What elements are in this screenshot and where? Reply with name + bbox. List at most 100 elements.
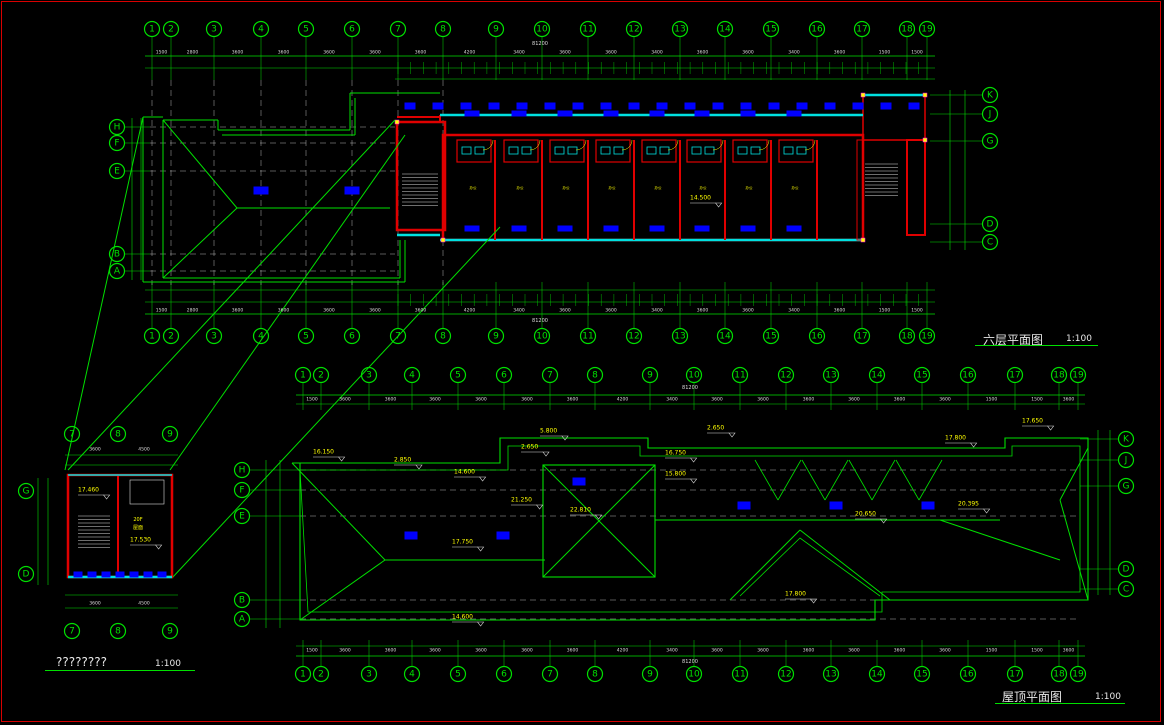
roof-axis-13-top-circle: [822, 366, 840, 384]
top-span-b-12: 3600: [697, 308, 709, 314]
top-axis-13-top-label: 13: [674, 25, 685, 35]
top-axis-13-top-circle: [671, 20, 689, 38]
roof-span-b-0: 1500: [306, 648, 318, 654]
stair-axis-G-label: G: [23, 487, 30, 497]
sixth-floor-elevation-triangle: [714, 202, 723, 208]
roof-axis-D-right-circle: [1117, 560, 1135, 578]
bathroom-2: [549, 139, 585, 163]
top-axis-18-bottom-circle: [898, 327, 916, 345]
roof-axis-B-left-label: B: [239, 596, 245, 606]
top-axis-9-bottom-label: 9: [493, 332, 499, 342]
top-axis-G-right-label: G: [987, 137, 994, 147]
roof-axis-17-top-label: 17: [1009, 371, 1020, 381]
roof-valley: [754, 459, 779, 501]
roof-hip-e: [1059, 499, 1089, 601]
fixture-3: [600, 146, 611, 155]
top-span-b-13: 3600: [742, 308, 754, 314]
roof-axis-8-bottom-label: 8: [592, 670, 598, 680]
roof-span-3: 3600: [429, 397, 441, 403]
fixture-4: [646, 146, 657, 155]
floor-plan-layer: [64, 92, 1089, 621]
east-room-wall: [856, 139, 864, 241]
blue-unit: [824, 102, 836, 110]
roof-elevation-16: 17.800: [785, 591, 806, 598]
top-axis-6-top-label: 6: [349, 25, 355, 35]
roof-valley: [824, 459, 849, 501]
roof-valley: [895, 459, 920, 501]
roof-axis-7-bottom-label: 7: [547, 670, 553, 680]
roof-axis-10-top-circle: [685, 366, 703, 384]
room-label-6: 办公: [746, 185, 754, 190]
blue-unit: [684, 102, 696, 110]
stair-axis-9-bottom-circle: [161, 622, 179, 640]
top-span-7: 4200: [464, 50, 476, 56]
top-axis-19-bottom-label: 19: [921, 332, 933, 342]
roof-span-4: 3600: [475, 397, 487, 403]
roof-axis-3-bottom-label: 3: [366, 670, 372, 680]
top-axis-10-bottom-circle: [533, 327, 551, 345]
top-span-b-8: 3400: [513, 308, 525, 314]
blue-unit: [628, 102, 640, 110]
top-axis-17-top-circle: [853, 20, 871, 38]
roof-axis-6-bottom-circle: [495, 665, 513, 683]
top-axis-19-top-label: 19: [921, 25, 933, 35]
roof-axis-8-top-circle: [586, 366, 604, 384]
top-axis-K-right-circle: [981, 86, 999, 104]
roof-outline: [292, 437, 1089, 621]
roof-vent-5: [572, 477, 586, 486]
roof-axis-H-left-label: H: [239, 466, 246, 476]
stair-axis-G-circle: [17, 482, 35, 500]
column-2: [922, 137, 928, 143]
roof-elevation-14-triangle: [879, 518, 888, 524]
top-axis-H-left-circle: [108, 118, 126, 136]
left-roof-hip: [162, 119, 238, 209]
window-unit-0: [464, 225, 480, 232]
top-axis-12-top-label: 12: [628, 25, 639, 35]
roof-axis-8-top-label: 8: [592, 371, 598, 381]
door-swing-6: [758, 139, 770, 151]
roof-span-11: 3600: [803, 397, 815, 403]
top-axis-1-bottom-label: 1: [149, 332, 155, 342]
blue-unit: [768, 102, 780, 110]
roof-vent-1: [496, 531, 510, 540]
roof-span-0: 1500: [306, 397, 318, 403]
stair-span-2: 4500: [138, 447, 150, 453]
stair-low-elevation-triangle: [102, 494, 111, 500]
fixture-4: [659, 146, 670, 155]
roof-axis-5-top-label: 5: [455, 371, 461, 381]
top-span-b-17: 1500: [911, 308, 923, 314]
stair-axis-8-bottom-label: 8: [115, 627, 121, 637]
window-unit-1: [511, 225, 527, 232]
top-axis-8-top-circle: [434, 20, 452, 38]
roof-axis-12-bottom-circle: [777, 665, 795, 683]
roof-axis-4-top-label: 4: [409, 371, 415, 381]
fixture-7: [796, 146, 807, 155]
top-span-b-2: 3600: [232, 308, 244, 314]
roof-elevation-7-triangle: [689, 457, 698, 463]
window-unit-top-6: [740, 110, 756, 117]
top-span-3: 3600: [278, 50, 290, 56]
roof-plan-title-underline: [995, 703, 1125, 704]
top-axis-2-top-circle: [162, 20, 180, 38]
roof-hip-c: [799, 529, 891, 601]
roof-axis-J-right-label: J: [1124, 456, 1128, 466]
roof-axis-18-top-circle: [1050, 366, 1068, 384]
fixture-2: [567, 146, 578, 155]
bathroom-1: [503, 139, 539, 163]
room-label-4: 办公: [655, 185, 663, 190]
roof-axis-19-bottom-circle: [1069, 665, 1087, 683]
top-axis-9-top-label: 9: [493, 25, 499, 35]
roof-axis-E-left-label: E: [239, 512, 245, 522]
roof-span-b-16: 1500: [1031, 648, 1043, 654]
stair-span-1: 3600: [89, 447, 101, 453]
roof-axis-3-bottom-circle: [360, 665, 378, 683]
roof-axis-6-top-circle: [495, 366, 513, 384]
roof-elevation-2-triangle: [479, 476, 487, 482]
stair-roof-door: [129, 479, 165, 505]
roof-span-15: 1500: [986, 397, 998, 403]
roof-valley: [918, 459, 943, 501]
top-axis-10-top-circle: [533, 20, 551, 38]
roof-pyramid: [542, 464, 656, 578]
sixth-floor-plan-scale: 1:100: [1066, 334, 1092, 344]
